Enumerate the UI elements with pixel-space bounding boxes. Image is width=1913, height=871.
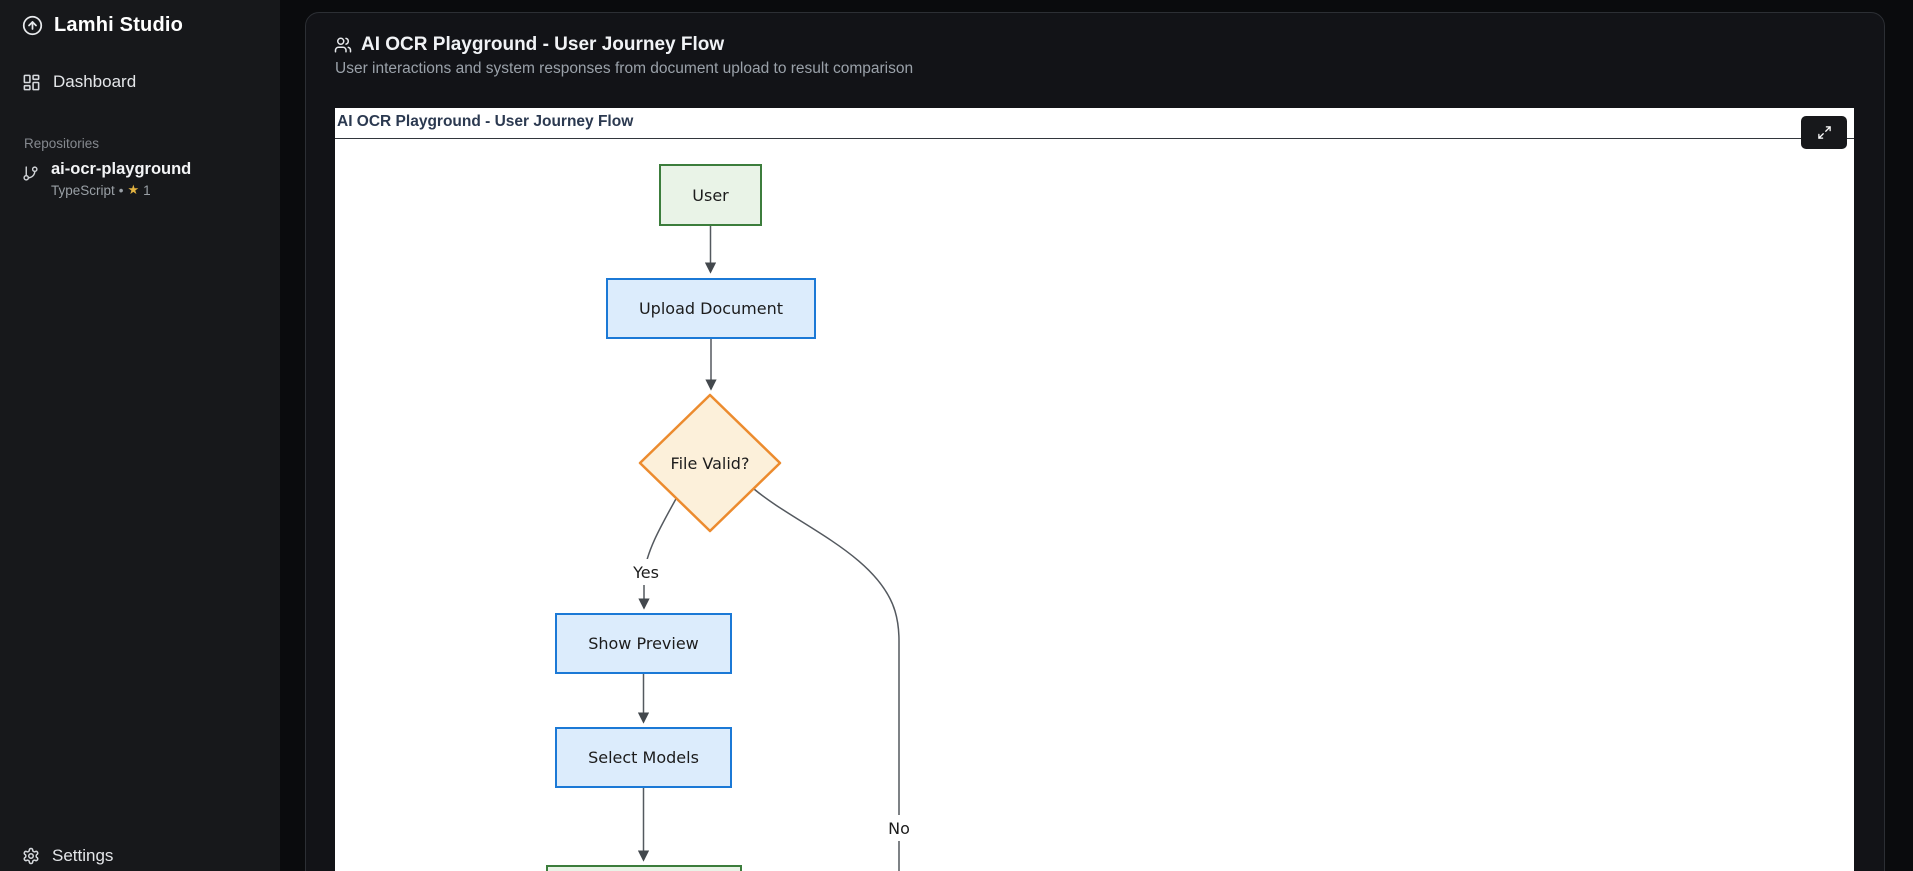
svg-text:Upload Document: Upload Document xyxy=(639,299,783,318)
main-card: AI OCR Playground - User Journey Flow Us… xyxy=(305,12,1885,871)
sidebar-item-label: Settings xyxy=(52,846,114,865)
star-count: 1 xyxy=(143,182,151,198)
brand: Lamhi Studio xyxy=(22,14,183,37)
edge-label-yes: Yes xyxy=(628,559,664,585)
edge-label-no: No xyxy=(882,815,916,841)
star-icon: ★ xyxy=(127,182,140,197)
flow-node-show-preview: Show Preview xyxy=(555,613,732,674)
circle-arrow-up-icon xyxy=(22,15,43,36)
repositories-section-label: Repositories xyxy=(24,136,100,151)
edge-filevalid-yes-to-preview xyxy=(638,496,678,610)
repo-name: ai-ocr-playground xyxy=(51,160,192,178)
svg-text:Yes: Yes xyxy=(632,563,659,582)
users-icon xyxy=(334,37,352,53)
page-header: AI OCR Playground - User Journey Flow xyxy=(334,34,724,56)
sidebar-item-settings[interactable]: Settings xyxy=(22,846,113,866)
repo-language: TypeScript xyxy=(51,182,115,198)
page-title: AI OCR Playground - User Journey Flow xyxy=(361,34,725,55)
sidebar-item-label: Dashboard xyxy=(53,72,137,91)
expand-diagram-button[interactable] xyxy=(1801,116,1847,149)
svg-text:Show Preview: Show Preview xyxy=(588,634,699,653)
meta-dot: • xyxy=(118,182,124,198)
gear-icon xyxy=(23,847,39,865)
sidebar-item-repo-ai-ocr-playground[interactable]: ai-ocr-playground TypeScript • ★ 1 xyxy=(22,160,191,198)
flowchart-canvas: Yes No User Upload Document File Valid? xyxy=(546,164,916,871)
layout-dashboard-icon xyxy=(23,74,40,90)
svg-text:Select Models: Select Models xyxy=(588,748,699,767)
diagram-title: AI OCR Playground - User Journey Flow xyxy=(337,113,634,130)
repo-meta: TypeScript • ★ 1 xyxy=(51,182,191,198)
sidebar: Lamhi Studio Dashboard Repositories ai-o… xyxy=(0,0,280,871)
svg-text:User: User xyxy=(692,186,729,205)
flow-node-upload-document: Upload Document xyxy=(606,278,816,339)
diagram-panel: AI OCR Playground - User Journey Flow xyxy=(335,108,1854,871)
maximize-icon xyxy=(1817,126,1831,139)
flow-node-file-valid: File Valid? xyxy=(638,393,782,533)
sidebar-item-dashboard[interactable]: Dashboard xyxy=(22,72,136,92)
svg-text:No: No xyxy=(888,819,910,838)
flow-node-user: User xyxy=(659,164,762,226)
brand-name: Lamhi Studio xyxy=(54,14,184,36)
page-subtitle: User interactions and system responses f… xyxy=(335,60,914,77)
git-branch-icon xyxy=(23,166,38,181)
edge-filevalid-no-offscreen xyxy=(753,488,900,871)
repo-info: ai-ocr-playground TypeScript • ★ 1 xyxy=(51,160,191,198)
flow-node-select-models: Select Models xyxy=(555,727,732,788)
flow-node-bottom-partial xyxy=(546,865,742,871)
diagram-title-separator xyxy=(335,138,1854,139)
svg-text:File Valid?: File Valid? xyxy=(671,454,750,473)
